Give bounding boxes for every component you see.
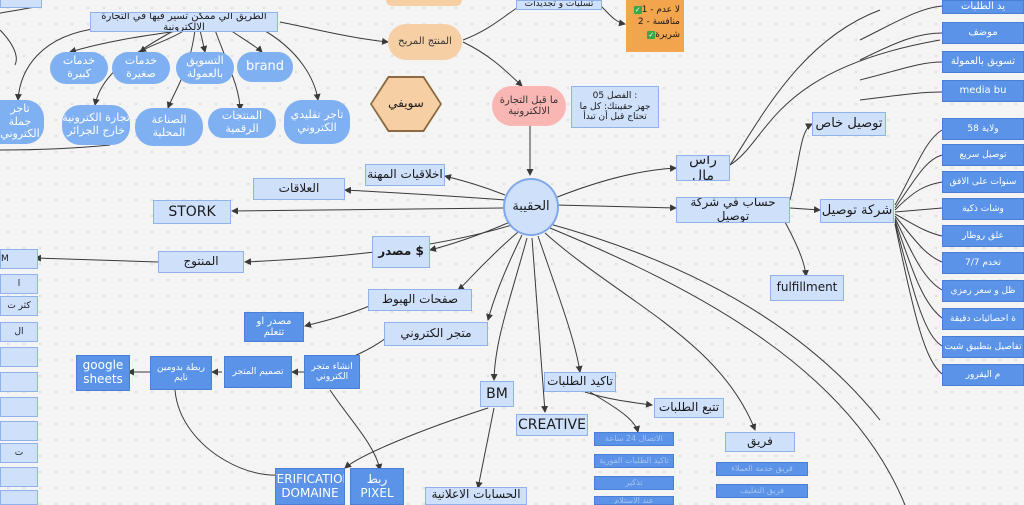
team-sub-item[interactable]: فريق التغليف bbox=[716, 484, 808, 498]
source-learn-node[interactable]: مصدر او تتعلم bbox=[244, 312, 304, 342]
chapter-title: الفصل 05 : bbox=[592, 91, 638, 102]
chapter-text: جهز حقيبتك: كل ما تحتاج قبل أن تبدأ bbox=[579, 101, 651, 123]
relations-node[interactable]: العلاقات bbox=[253, 178, 345, 200]
confirm-sub-item[interactable]: تذكير bbox=[594, 476, 674, 490]
right-top-item[interactable]: media bu bbox=[942, 80, 1024, 102]
left-edge-item[interactable] bbox=[0, 490, 38, 505]
stork-node[interactable]: STORK bbox=[153, 200, 231, 224]
confirm-orders-node[interactable]: تاكيد الطلبات bbox=[544, 372, 616, 392]
product-node[interactable]: المنتوج bbox=[158, 251, 244, 273]
delivery-feature-item[interactable]: سنوات على الافق bbox=[942, 171, 1024, 193]
bm-node[interactable]: BM bbox=[480, 381, 514, 407]
brand-node[interactable]: brand bbox=[237, 52, 293, 82]
small-services-node[interactable]: خدمات صغيرة bbox=[112, 52, 170, 84]
ad-accounts-node[interactable]: الحسابات الاعلانية bbox=[425, 487, 527, 505]
team-sub-item[interactable]: فريق خدمة العملاء bbox=[716, 462, 808, 476]
right-top-item[interactable]: تسويق بالعمولة bbox=[942, 51, 1024, 73]
left-edge-item[interactable]: ت bbox=[0, 443, 38, 463]
big-services-node[interactable]: خدمات كبيرة bbox=[50, 52, 108, 84]
store-design-node[interactable]: تصميم المتجر bbox=[224, 356, 292, 388]
top-cut-peach-node[interactable] bbox=[386, 0, 462, 6]
check-icon: ✓ bbox=[647, 30, 656, 39]
sticky-note[interactable]: ✓1 - لا عدم 2 - منافسة ✓شريرة bbox=[626, 0, 684, 52]
source-node[interactable]: مصدر $ bbox=[372, 236, 430, 268]
pixel-link-node[interactable]: ربط PIXEL bbox=[350, 468, 404, 505]
affiliate-node[interactable]: التسويق بالعمولة bbox=[176, 52, 234, 84]
delivery-feature-item[interactable]: ظل و سعر رمزي bbox=[942, 280, 1024, 302]
left-edge-item[interactable]: ال bbox=[0, 322, 38, 342]
verification-domain-node[interactable]: VERIFICATION DOMAINE bbox=[275, 468, 345, 505]
bag-central-node[interactable]: الحقيبة bbox=[503, 178, 559, 236]
left-edge-item[interactable] bbox=[0, 421, 38, 441]
domain-link-node[interactable]: ربطة بدومين نايم bbox=[150, 356, 212, 390]
delivery-feature-item[interactable]: م اليقرور bbox=[942, 364, 1024, 386]
delivery-feature-item[interactable]: وشات ذكية bbox=[942, 198, 1024, 220]
track-orders-node[interactable]: تتبع الطلبات bbox=[654, 398, 724, 418]
right-top-item[interactable]: موضف bbox=[942, 22, 1024, 44]
chapter-note-node[interactable]: الفصل 05 : جهز حقيبتك: كل ما تحتاج قبل أ… bbox=[571, 86, 659, 128]
delivery-feature-item[interactable]: 7/7 تخدم bbox=[942, 252, 1024, 274]
create-store-node[interactable]: انشاء متجر الكتروني bbox=[304, 355, 360, 389]
left-edge-item[interactable]: M bbox=[0, 249, 38, 269]
google-sheets-node[interactable]: google sheets bbox=[76, 355, 130, 391]
landing-pages-node[interactable]: صفحات الهبوط bbox=[368, 289, 472, 311]
left-edge-item[interactable] bbox=[0, 397, 38, 417]
profitable-product-node[interactable]: المنتج المربح bbox=[388, 24, 462, 60]
confirm-sub-item[interactable]: الاتصال 24 ساعة bbox=[594, 432, 674, 446]
top-cut-node[interactable]: تسليات و تجديدات bbox=[516, 0, 602, 10]
ethics-node[interactable]: اخلاقيات المهنة bbox=[365, 164, 445, 186]
team-node[interactable]: فريق bbox=[725, 432, 795, 452]
capital-node[interactable]: راس مال bbox=[676, 155, 730, 181]
sticky-item: ✓شريرة bbox=[647, 29, 680, 40]
top-left-cut-node[interactable] bbox=[0, 0, 42, 8]
creative-node[interactable]: CREATIVE bbox=[516, 414, 588, 436]
confirm-sub-item[interactable]: عند الاستلام bbox=[594, 496, 674, 505]
delivery-account-node[interactable]: حساب في شركة توصيل bbox=[676, 197, 790, 223]
pre-ecom-node[interactable]: ما قبل التجارة الالكترونية bbox=[492, 86, 566, 126]
left-edge-item[interactable] bbox=[0, 347, 38, 367]
delivery-feature-item[interactable]: تفاصيل بتطبيق شيت bbox=[942, 336, 1024, 358]
check-icon: ✓ bbox=[633, 6, 642, 14]
delivery-feature-item[interactable]: علق روطار bbox=[942, 225, 1024, 247]
right-top-item[interactable]: يد الطلبات bbox=[942, 0, 1024, 14]
online-store-node[interactable]: متجر الكتروني bbox=[384, 322, 488, 346]
delivery-feature-item[interactable]: توصيل سريع bbox=[942, 144, 1024, 166]
ecom-paths-node[interactable]: الطريق الي ممكن تسير فيها في التجارة الا… bbox=[90, 12, 278, 32]
traditional-seller-node[interactable]: تاجر تقليدي الكتروني bbox=[284, 100, 350, 144]
delivery-company-node[interactable]: شركة توصيل bbox=[820, 199, 894, 223]
delivery-feature-item[interactable]: ة احصائيات دقيقة bbox=[942, 308, 1024, 330]
local-industry-node[interactable]: الصناعة المحلية bbox=[135, 108, 203, 146]
delivery-feature-item[interactable]: 58 ولاية bbox=[942, 118, 1024, 140]
sticky-item: 2 - منافسة bbox=[637, 17, 680, 28]
sticky-item: ✓1 - لا عدم bbox=[633, 5, 680, 15]
left-edge-item[interactable] bbox=[0, 467, 38, 487]
fulfillment-node[interactable]: fulfillment bbox=[770, 275, 844, 301]
sweefy-hex-node[interactable]: سويفي bbox=[372, 78, 440, 130]
left-edge-item[interactable]: كثر ت bbox=[0, 296, 38, 316]
left-edge-item[interactable]: ا bbox=[0, 274, 38, 294]
digital-products-node[interactable]: المنتجات الرقمية bbox=[208, 108, 276, 138]
left-edge-item[interactable] bbox=[0, 372, 38, 392]
private-delivery-node[interactable]: توصيل خاص bbox=[812, 112, 886, 136]
wholesale-seller-node[interactable]: تاجر جملة الكتروني bbox=[0, 100, 44, 144]
ecom-abroad-node[interactable]: تجارة الكترونية خارج الجزائر bbox=[62, 105, 130, 145]
confirm-sub-item[interactable]: تاكيد الطلبات الفورية bbox=[594, 454, 674, 468]
